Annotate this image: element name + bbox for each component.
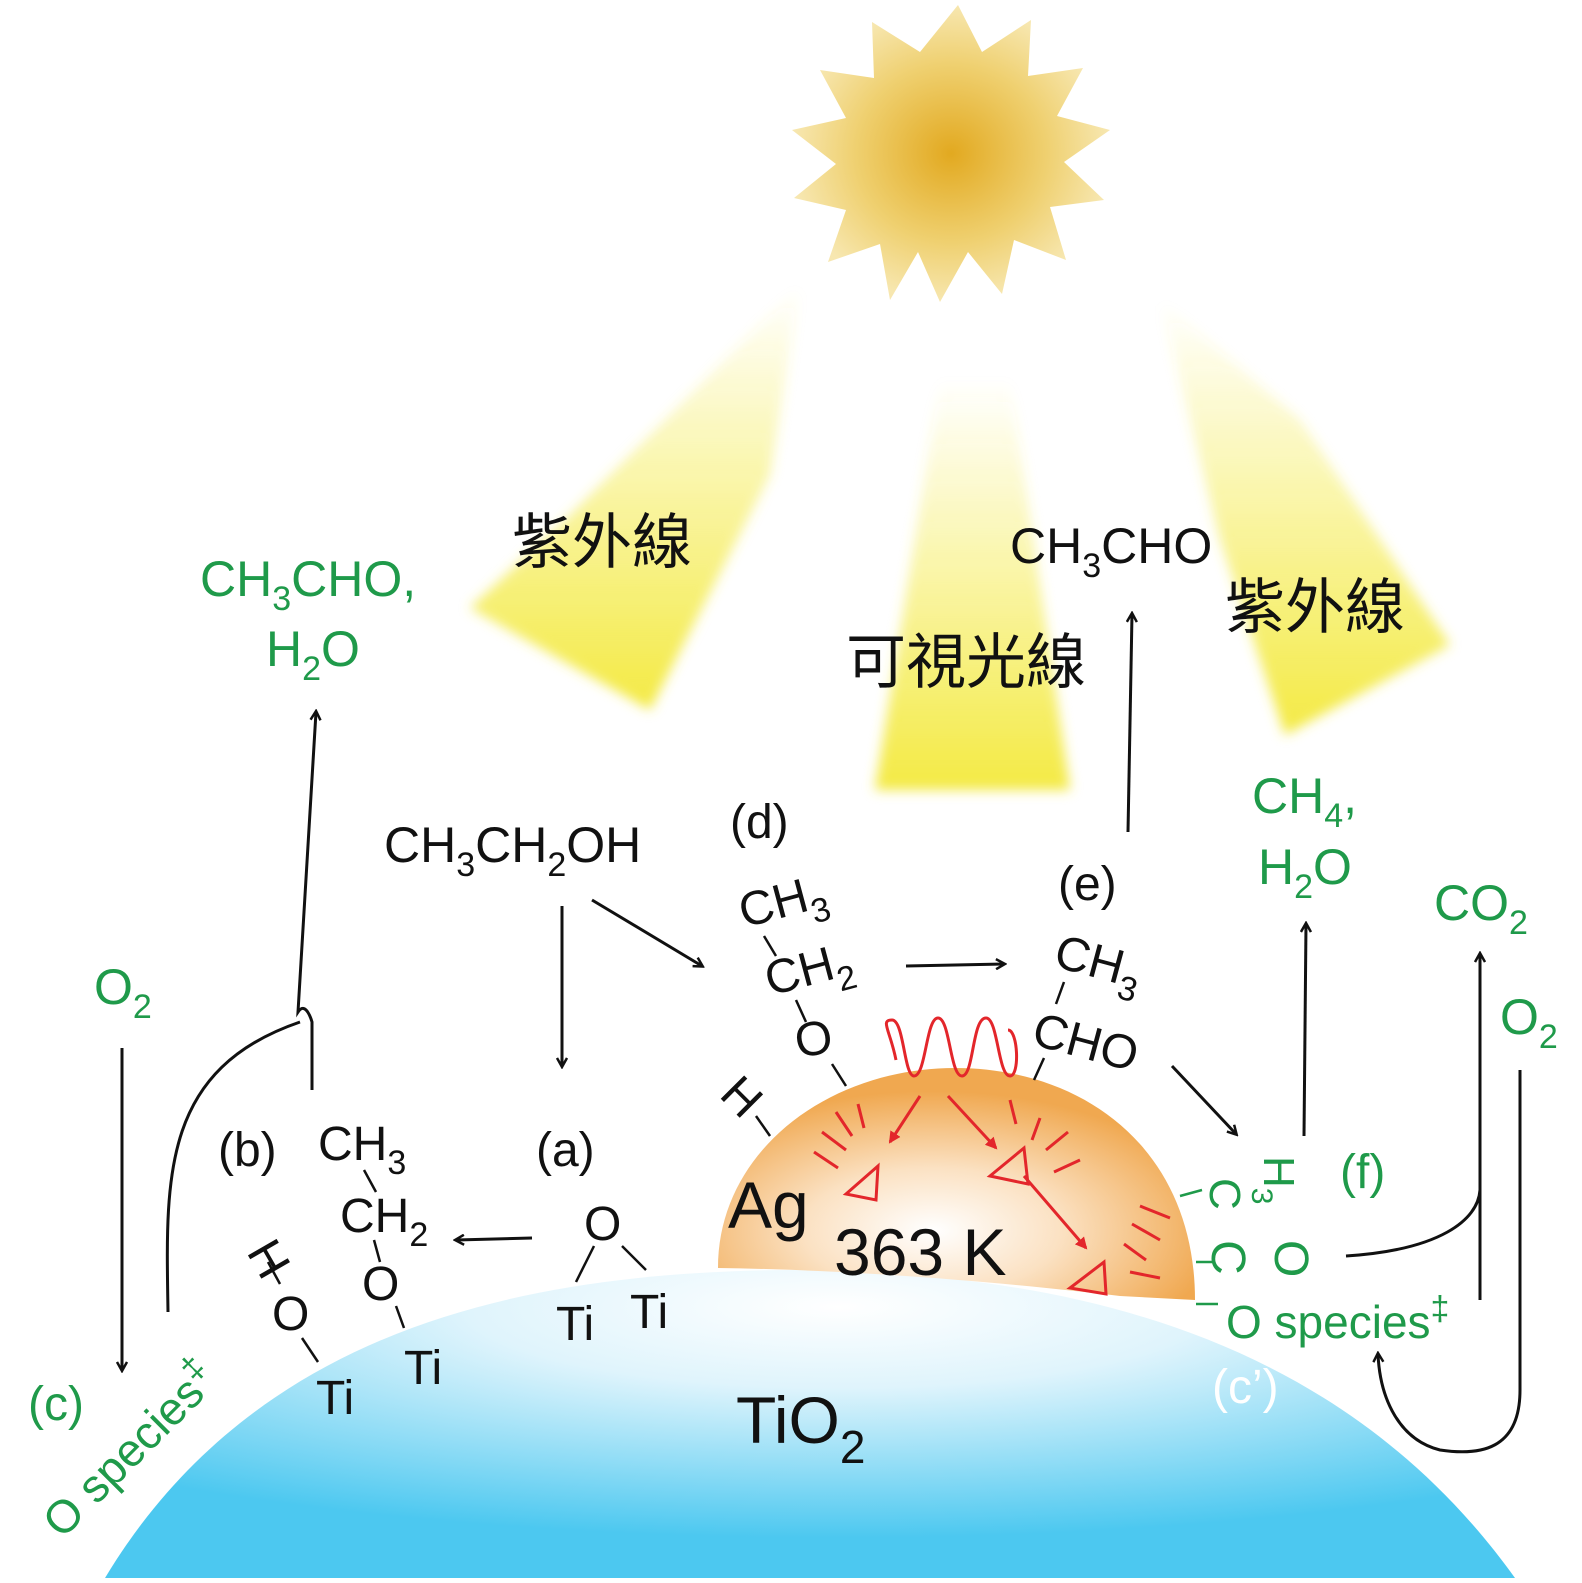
red-arrow-2 — [946, 1094, 998, 1150]
uv-label-left: 紫外線 — [512, 509, 692, 576]
hole-triangle-1 — [842, 1162, 880, 1202]
step-label-a: (a) — [536, 1124, 595, 1177]
arrow-ethanol-to-d — [591, 898, 702, 966]
o2-left: O2 — [94, 959, 152, 1026]
svg-text:C: C — [1201, 1240, 1254, 1275]
left-products-line2: H2O — [266, 621, 360, 688]
svg-text:O: O — [362, 1258, 399, 1311]
arrow-o2-right-loop — [1378, 1070, 1522, 1454]
left-products-line1: CH3CHO, — [200, 551, 416, 618]
step-label-c: (c) — [28, 1378, 84, 1431]
hole-triangle-3 — [1066, 1259, 1108, 1296]
species-b: CH3 CH2 O Ti H O Ti — [236, 1118, 442, 1425]
species-e: CH3 CHO — [1027, 925, 1148, 1082]
svg-text:CH2: CH2 — [759, 933, 861, 1018]
arrow-f-to-ch4 — [1304, 924, 1306, 1137]
svg-text:Ti: Ti — [556, 1298, 594, 1351]
ch4-product-line1: CH4, — [1252, 768, 1357, 835]
tio2-support — [105, 1270, 1515, 1578]
svg-text:H: H — [710, 1066, 772, 1128]
brace-right-co2 — [1345, 954, 1480, 1258]
svg-text:H3: H3 — [1245, 1156, 1303, 1204]
svg-text:CH3: CH3 — [733, 865, 835, 950]
red-arrow-1 — [888, 1095, 922, 1144]
tio2-label: TiO2 — [736, 1383, 865, 1473]
uv-label-right: 紫外線 — [1225, 574, 1405, 641]
visible-beam — [875, 380, 1070, 790]
svg-text:CH2: CH2 — [340, 1190, 428, 1254]
svg-text:O: O — [1264, 1240, 1317, 1277]
visible-light-label: 可視光線 — [846, 629, 1086, 696]
arrow-a-to-b — [456, 1238, 533, 1240]
step-label-f: (f) — [1340, 1146, 1385, 1199]
arrow-e-to-product — [1128, 614, 1132, 833]
step-label-b: (b) — [218, 1124, 277, 1177]
sun-icon — [792, 5, 1110, 302]
temperature-label: 363 K — [834, 1215, 1006, 1289]
step-label-d: (d) — [730, 796, 789, 849]
o-species-right: O species‡ — [1226, 1290, 1449, 1348]
uv-beam-left — [470, 285, 800, 710]
svg-text:O: O — [584, 1198, 621, 1251]
co2-product: CO2 — [1434, 875, 1528, 942]
ch4-product-line2: H2O — [1258, 839, 1352, 906]
brace-left — [165, 1020, 301, 1313]
o2-right: O2 — [1500, 989, 1558, 1056]
ethanol-reactant: CH3CH2OH — [384, 817, 641, 884]
radiance-lines — [813, 1099, 1171, 1280]
acetaldehyde-product: CH3CHO — [1010, 518, 1212, 585]
arrow-d-to-e — [905, 964, 1004, 966]
svg-text:O: O — [272, 1288, 309, 1341]
species-a: O Ti Ti — [556, 1198, 668, 1351]
svg-text:CH3: CH3 — [318, 1118, 406, 1182]
hole-triangle-2 — [986, 1145, 1030, 1186]
svg-text:O: O — [791, 1010, 837, 1069]
svg-text:CH3: CH3 — [1046, 925, 1148, 1010]
svg-text:H: H — [236, 1231, 299, 1288]
svg-text:C: C — [1200, 1178, 1249, 1210]
uv-beam-right — [1160, 300, 1450, 735]
svg-text:Ti: Ti — [630, 1286, 668, 1339]
arrow-b-to-left-products — [296, 712, 316, 1090]
step-label-e: (e) — [1058, 858, 1117, 911]
heat-wave-icon — [884, 1016, 1019, 1078]
step-label-c-prime: (c’) — [1212, 1361, 1279, 1414]
arrow-e-to-f — [1170, 1064, 1236, 1134]
svg-text:Ti: Ti — [404, 1342, 442, 1395]
svg-text:CHO: CHO — [1027, 1003, 1144, 1082]
svg-text:Ti: Ti — [316, 1372, 354, 1425]
ag-label: Ag — [728, 1168, 809, 1242]
red-arrow-3 — [1022, 1175, 1088, 1250]
species-f: H3 C O C — [1179, 1156, 1317, 1306]
